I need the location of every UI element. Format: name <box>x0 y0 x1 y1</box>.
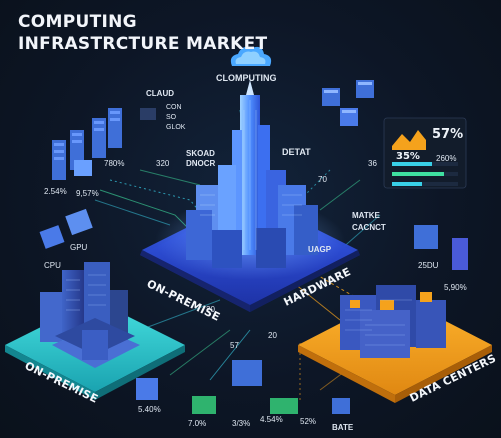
cloud-computing-label: CLOMPUTING <box>216 73 277 83</box>
label-20b: 20 <box>268 331 277 340</box>
label-320: 320 <box>156 159 170 168</box>
label-70pct: 7.0% <box>188 419 207 428</box>
label-cpu: CPU <box>44 261 61 270</box>
cube-icons <box>140 80 374 126</box>
page-title-line1: COMPUTING <box>18 12 137 32</box>
label-590pct: 5,90% <box>444 283 467 292</box>
stats-left-value: 35% <box>396 151 420 162</box>
label-gpu: GPU <box>70 243 88 252</box>
label-957pct: 9,57% <box>76 189 99 198</box>
label-36: 36 <box>368 159 377 168</box>
label-detat: DETAT <box>282 147 311 157</box>
center-towers <box>186 80 318 268</box>
stats-panel-art <box>383 117 467 189</box>
label-25du: 25DU <box>418 261 439 270</box>
label-skoad: SKOAD <box>186 149 215 158</box>
label-70: 70 <box>318 175 327 184</box>
left-buildings <box>40 262 140 368</box>
label-52pct: 52% <box>300 417 317 426</box>
stats-right-value: 260% <box>436 154 457 163</box>
stats-top-value: 57% <box>432 127 464 142</box>
label-cacnct: CACNCT <box>352 223 386 232</box>
legend-claud: CLAUD <box>146 89 174 98</box>
label-matke: MATKE <box>352 211 380 220</box>
legend-con: CON <box>166 104 182 111</box>
label-780pct: 780% <box>104 159 125 168</box>
connection-lines <box>94 95 381 400</box>
legend-so: SO <box>166 114 177 121</box>
label-dnocr: DNOCR <box>186 159 216 168</box>
label-20: 20 <box>206 305 215 314</box>
label-540pct: 5.40% <box>138 405 161 414</box>
hardware-icons <box>39 160 468 414</box>
label-uagp: UAGP <box>308 245 332 254</box>
cloud-icon <box>230 46 272 66</box>
legend-glok: GLOK <box>166 124 186 131</box>
label-254pct: 2.54% <box>44 187 67 196</box>
label-454pct: 4.54% <box>260 415 283 424</box>
server-rack-icons <box>52 108 122 180</box>
datacenter-buildings <box>340 285 446 358</box>
page-title-line2: INFRASTRCTURE MARKET <box>18 34 268 54</box>
label-bate: BATE <box>332 423 354 432</box>
label-57: 57 <box>230 341 239 350</box>
label-33pct: 3/3% <box>232 419 251 428</box>
